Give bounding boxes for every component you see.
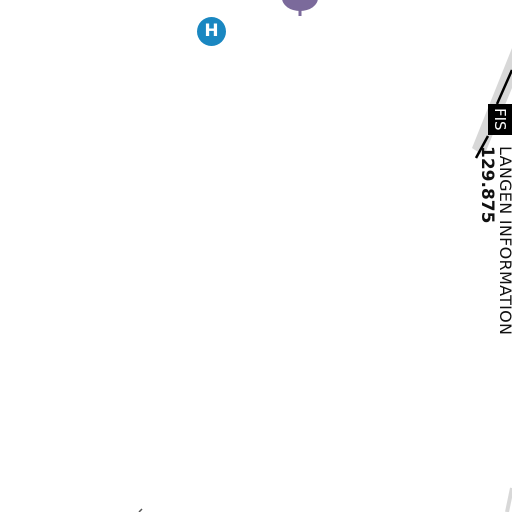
- heliport-icon[interactable]: H: [197, 17, 226, 46]
- airspace-boundary-bottom: [505, 487, 512, 512]
- airspace-boundary-line: [474, 69, 512, 159]
- fis-station-name: LANGEN INFORMATION: [496, 146, 512, 336]
- airspace-boundary-halo: [472, 48, 512, 156]
- fis-frequency: 129.875: [477, 146, 497, 224]
- fis-badge: FIS: [488, 104, 512, 135]
- map-pin-icon[interactable]: [282, 0, 318, 16]
